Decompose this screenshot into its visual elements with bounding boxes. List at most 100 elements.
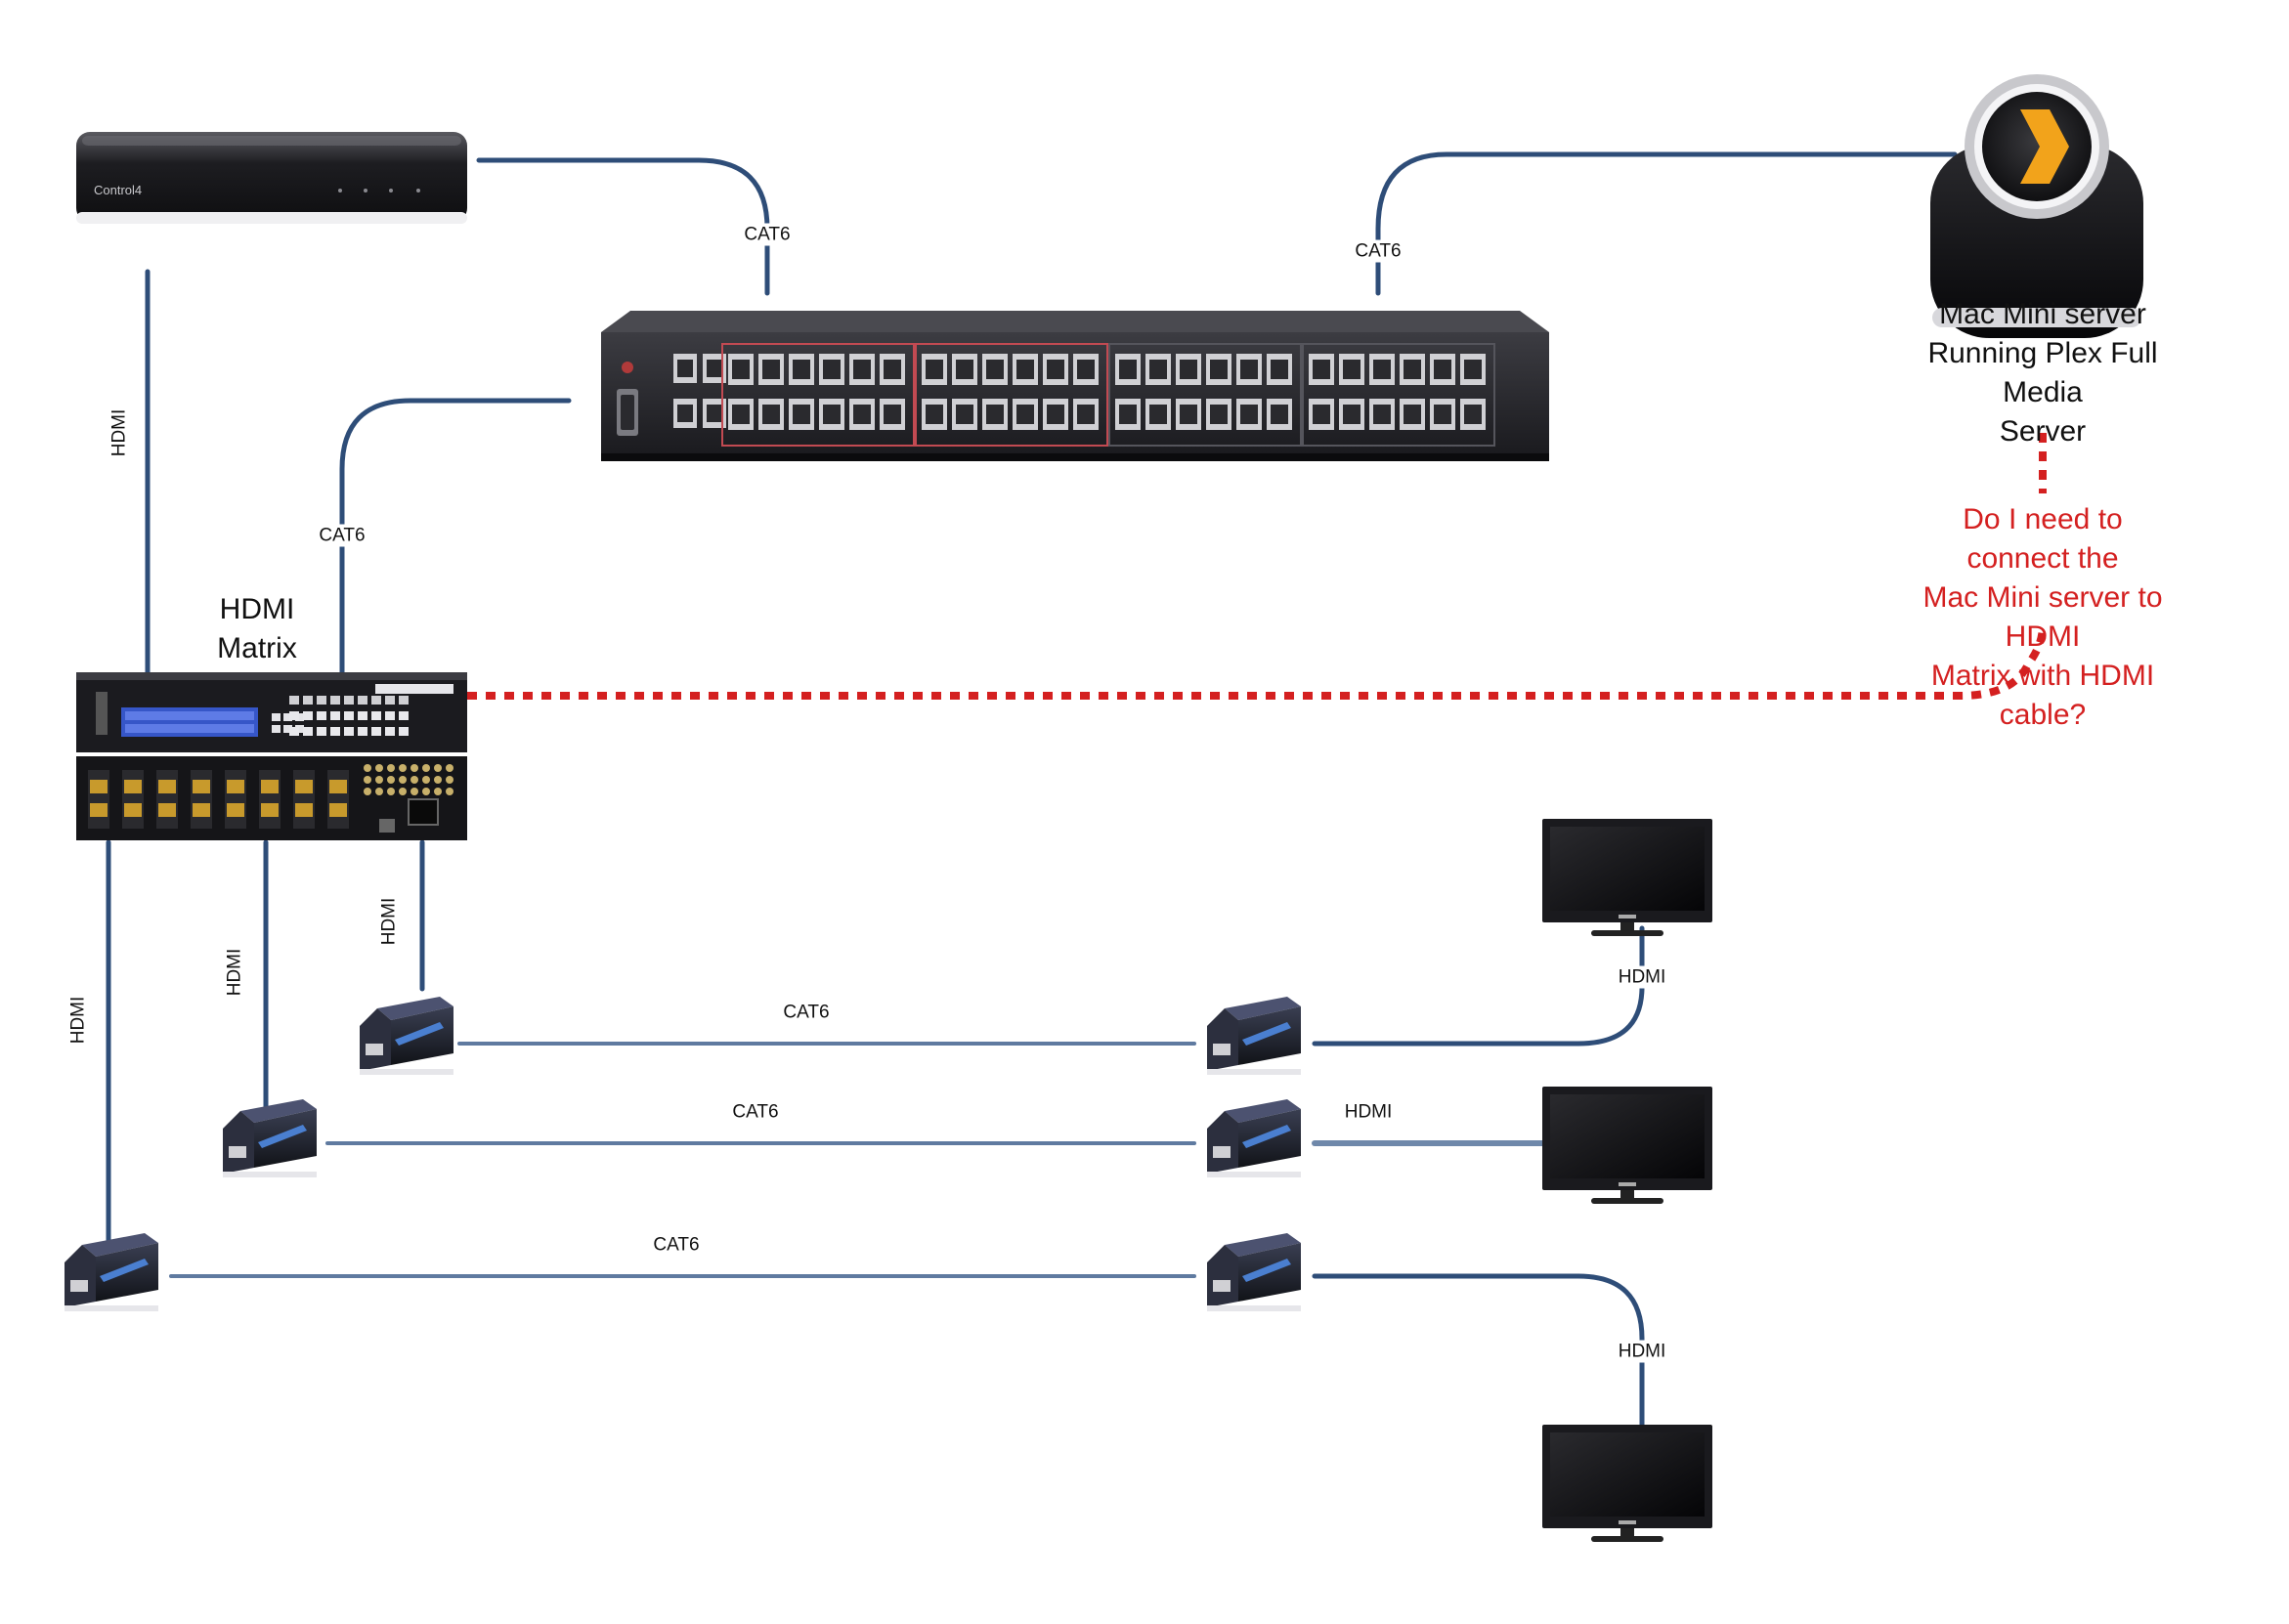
matrix-button [358, 711, 367, 720]
extender-top [82, 1233, 158, 1257]
extender-stripe [100, 1259, 149, 1282]
hdmi-output-port [88, 770, 109, 829]
mac-mini-label-line-1: Mac Mini server [1939, 298, 2146, 330]
ethernet-port-socket [926, 405, 943, 424]
matrix-button [371, 696, 381, 705]
ethernet-port-socket [732, 360, 750, 379]
mac-mini [1930, 74, 2143, 338]
device-detail [106, 151, 1958, 1428]
ethernet-port-socket [1047, 360, 1064, 379]
uplink-port-socket [707, 360, 722, 377]
label-cable-run-3: CAT6 [653, 1234, 700, 1256]
plex-logo-icon [2020, 109, 2069, 184]
extender-stripe [1242, 1259, 1291, 1282]
hdmi-port-gold [90, 803, 108, 817]
extender-front [65, 1245, 96, 1307]
ethernet-port-socket [1271, 360, 1288, 379]
ethernet-port-socket [823, 405, 841, 424]
label-cable-matrix-out-2: HDMI [224, 948, 245, 997]
hdmi-port-gold [124, 780, 142, 793]
terminal-screw [446, 764, 453, 772]
label-cable-controller-matrix: HDMI [108, 408, 130, 457]
matrix-button [344, 711, 354, 720]
port-group [1302, 343, 1495, 447]
hdmi-output-port [156, 770, 178, 829]
device-detail [76, 132, 467, 222]
port-group [721, 343, 915, 447]
extender-top [1225, 1233, 1301, 1257]
matrix-button [358, 727, 367, 736]
hdmi-question-text: Do I need to connect the Mac Mini server… [1920, 500, 2166, 735]
tv-screen [1550, 1432, 1705, 1517]
label-cable-run-2: CAT6 [732, 1101, 779, 1123]
ethernet-port-socket [1343, 405, 1360, 424]
hdmi-extender [223, 1099, 317, 1177]
terminal-screw [399, 776, 407, 784]
matrix-button [399, 696, 409, 705]
ethernet-port-socket [1464, 360, 1482, 379]
ethernet-port-socket [884, 360, 901, 379]
matrix-button [371, 711, 381, 720]
device-detail [65, 997, 1301, 1311]
hdmi-matrix-label-line-1: HDMI [219, 593, 295, 625]
question-line-1: Do I need to connect the [1963, 503, 2123, 575]
tv-stand [1591, 930, 1663, 936]
matrix-button [303, 696, 313, 705]
terminal-screw [364, 764, 371, 772]
hdmi-matrix-label: HDMI Matrix [217, 590, 297, 668]
terminal-screw [422, 764, 430, 772]
label-cable-matrix-out-3: HDMI [378, 897, 400, 946]
terminal-screw [387, 788, 395, 795]
terminal-screw [446, 788, 453, 795]
ethernet-port-socket [956, 405, 973, 424]
hdmi-extender [1207, 997, 1301, 1075]
ethernet-port-socket [1119, 405, 1137, 424]
extender-shadow [1207, 1305, 1301, 1311]
hdmi-port-gold [124, 803, 142, 817]
matrix-button [344, 727, 354, 736]
hdmi-port-gold [329, 803, 347, 817]
device-detail [272, 696, 409, 736]
terminal-screw [434, 764, 442, 772]
question-line-2: Mac Mini server to HDMI [1922, 581, 2163, 653]
matrix-button [385, 711, 395, 720]
extender-port [1213, 1280, 1231, 1292]
ethernet-port-socket [1119, 360, 1137, 379]
device-detail [1542, 819, 1712, 1542]
hdmi-extender [360, 997, 453, 1075]
uplink-port-socket [677, 360, 693, 377]
mac-mini-label-line-3: Server [1999, 415, 2087, 448]
hdmi-port-gold [193, 803, 210, 817]
tv-neck [1620, 1528, 1634, 1536]
device-detail [408, 798, 439, 826]
label-cable-tv-1: HDMI [1616, 965, 1668, 989]
terminal-screw [434, 788, 442, 795]
matrix-button [303, 711, 313, 720]
device-detail [125, 724, 254, 733]
hdmi-matrix-label-line-2: Matrix [217, 632, 297, 664]
extender-port [1213, 1044, 1231, 1055]
matrix-button [283, 713, 292, 721]
ethernet-port-socket [1240, 405, 1258, 424]
device-detail [338, 189, 342, 192]
tv-screen [1550, 1094, 1705, 1178]
cable-controller-switch [476, 157, 770, 296]
hdmi-output-port [293, 770, 315, 829]
extender-shadow [65, 1305, 158, 1311]
extender-shadow [223, 1172, 317, 1177]
ethernet-port-socket [1077, 360, 1095, 379]
terminal-screw [387, 776, 395, 784]
cable-tv-1 [1312, 925, 1645, 1047]
label-cable-tv-3: HDMI [1616, 1340, 1668, 1363]
television [1542, 819, 1712, 936]
ethernet-port-socket [1077, 405, 1095, 424]
device-detail [76, 212, 467, 224]
hdmi-port-gold [295, 803, 313, 817]
terminal-screw [375, 776, 383, 784]
ethernet-port-socket [1149, 360, 1167, 379]
device-detail [1982, 92, 2092, 201]
terminal-screw [410, 788, 418, 795]
hdmi-output-port [191, 770, 212, 829]
terminal-screw [422, 788, 430, 795]
